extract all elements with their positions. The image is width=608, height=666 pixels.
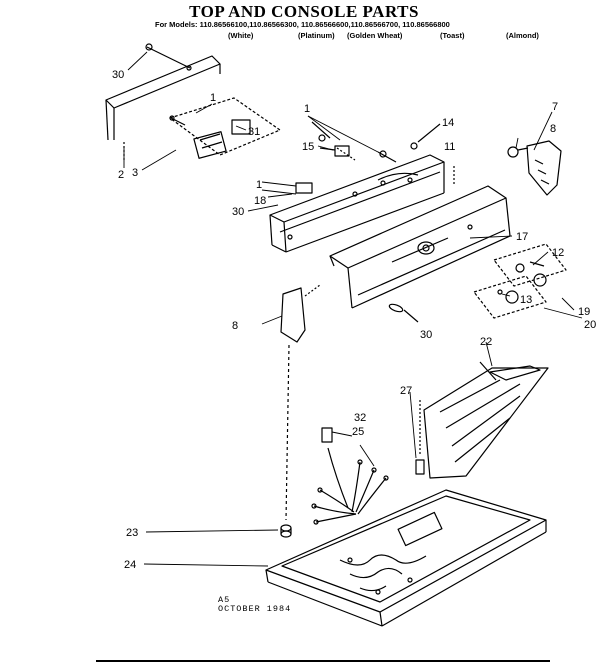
color-label-almond: (Almond) xyxy=(506,31,539,40)
callout-30-mid: 30 xyxy=(232,206,244,218)
callout-14: 14 xyxy=(442,117,454,129)
lint-screen-part-22 xyxy=(423,361,549,479)
callout-20: 20 xyxy=(584,319,596,331)
callout-30-lower: 30 xyxy=(420,329,432,341)
callout-24: 24 xyxy=(124,559,136,571)
page-title: TOP AND CONSOLE PARTS xyxy=(189,2,419,21)
diagram-code: A5 xyxy=(218,595,231,605)
callout-15: 15 xyxy=(302,141,314,153)
foot-part-23 xyxy=(280,524,292,538)
timer-assembly-part-3 xyxy=(169,97,281,159)
screw-part-1 xyxy=(311,121,397,163)
diagram-date: OCTOBER 1984 xyxy=(218,604,292,614)
wire-harness-part-25 xyxy=(311,427,389,525)
callout-1-timer: 1 xyxy=(210,92,216,104)
door-switch-part-27 xyxy=(415,400,425,475)
callout-12: 12 xyxy=(552,247,564,259)
end-cap-part-8-right xyxy=(507,140,562,196)
callout-30-top: 30 xyxy=(112,69,124,81)
callout-8-left: 8 xyxy=(232,320,238,332)
console-back-panel xyxy=(269,154,445,253)
models-line: For Models: 110.86566100,110.86566300, 1… xyxy=(155,20,450,29)
knob-assembly-part-20 xyxy=(473,275,547,319)
callout-8-right: 8 xyxy=(550,123,556,135)
callout-32: 32 xyxy=(354,412,366,424)
color-label-toast: (Toast) xyxy=(440,31,465,40)
callout-7: 7 xyxy=(552,101,558,113)
color-label-golden-wheat: (Golden Wheat) xyxy=(347,31,403,40)
callout-25: 25 xyxy=(352,426,364,438)
callout-31: 31 xyxy=(248,126,260,138)
callout-19: 19 xyxy=(578,306,590,318)
callout-13: 13 xyxy=(520,294,532,306)
callout-17: 17 xyxy=(516,231,528,243)
knob-assembly-part-19 xyxy=(493,243,567,287)
callout-2: 2 xyxy=(118,169,124,181)
callout-18: 18 xyxy=(254,195,266,207)
screw-part-30 xyxy=(145,43,191,69)
callout-3: 3 xyxy=(132,167,138,179)
callout-1-console: 1 xyxy=(304,103,310,115)
end-cap-part-8-left xyxy=(280,284,321,521)
callout-23: 23 xyxy=(126,527,138,539)
harness-clip-part-30 xyxy=(388,303,419,323)
callout-27: 27 xyxy=(400,385,412,397)
callout-1-lower: 1 xyxy=(256,179,262,191)
bottom-rule xyxy=(96,660,550,662)
clip-part-14 xyxy=(410,123,441,150)
control-panel-part-11 xyxy=(329,166,511,309)
color-label-platinum: (Platinum) xyxy=(298,31,335,40)
color-label-white: (White) xyxy=(228,31,254,40)
callout-22: 22 xyxy=(480,336,492,348)
callout-11: 11 xyxy=(444,141,455,153)
top-panel-part-24 xyxy=(265,489,547,627)
